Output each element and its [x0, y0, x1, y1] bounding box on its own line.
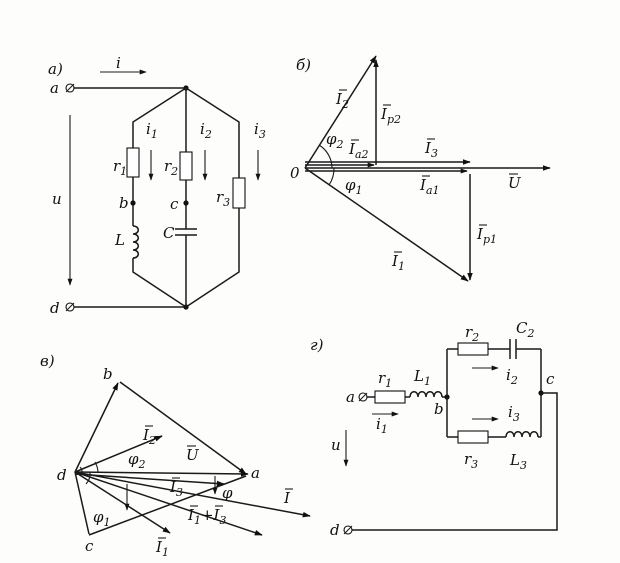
node-c-label: c [170, 195, 179, 213]
point-c-label: c [85, 537, 94, 555]
terminal-d-slash [65, 302, 75, 312]
r1-g-label: r1 [378, 369, 392, 390]
phi1-label: φ1 [345, 176, 363, 197]
I1-plus-I3-label: I1+I3 [187, 506, 226, 527]
angle-phi1-v-arc [85, 471, 91, 485]
r3-label: r3 [216, 188, 230, 209]
node-c [183, 200, 189, 206]
vector-I3-v [74, 473, 225, 487]
voltage-u-g-label: u [331, 436, 341, 454]
Ip1-label: Ip1 [476, 225, 497, 246]
return-wire [352, 392, 558, 531]
panel-v-tag: в) [40, 352, 55, 370]
vector-I1-v [74, 471, 171, 534]
branch1-upper-wire [132, 87, 187, 170]
vector-I-v [74, 471, 311, 518]
branch1-lower-wire [132, 258, 187, 308]
angle-inner-arc [79, 466, 83, 473]
node-d-label: d [50, 299, 60, 317]
Ia2-label: Ia2 [348, 140, 369, 161]
resistor-r1-g [374, 390, 406, 404]
panel-a-tag: a) [48, 60, 63, 78]
node-a-label: a [50, 79, 59, 97]
U-v-label: U [186, 446, 200, 464]
panel-a-circuit: a) a d i u r1 b L [48, 54, 266, 317]
vector-I2-v [74, 435, 163, 473]
current-i1-g-label: i1 [376, 415, 388, 436]
vector-I1 [304, 167, 469, 282]
r2-label: r2 [164, 157, 178, 178]
phi2-v-label: φ2 [128, 450, 146, 471]
L1-label: L1 [413, 367, 431, 388]
point-b-label: b [103, 365, 113, 383]
capacitor-C-label: C [163, 224, 175, 242]
vector-ba [119, 381, 247, 475]
voltage-u-label: u [52, 190, 62, 208]
node-a-g-label: a [346, 388, 355, 406]
current-i2-label: i2 [200, 120, 212, 141]
vector-db [74, 382, 119, 473]
Ip2-label: Ip2 [380, 105, 401, 126]
I3-v-label: I3 [169, 478, 183, 499]
phi-v-label: φ [222, 484, 233, 502]
resistor-r2 [179, 151, 193, 181]
terminal-a-g-slash [358, 392, 368, 402]
C2-label: C2 [516, 319, 534, 340]
point-a-label: a [251, 464, 260, 482]
node-b-label: b [119, 194, 129, 212]
resistor-r3-g [457, 430, 489, 444]
inductor-L3 [505, 431, 539, 438]
terminal-a-slash [65, 83, 75, 93]
I1-label: I1 [391, 252, 405, 273]
node-d-g-label: d [330, 521, 340, 539]
angle-phi2-arc [318, 144, 333, 169]
vector-I1-plus-I3 [74, 471, 263, 536]
phi2-label: φ2 [326, 130, 344, 151]
vector-I2 [304, 55, 377, 169]
Ia1-label: Ia1 [419, 176, 440, 197]
panel-b-phasor-diagram: б) 0 I2 Ip2 Ia2 φ2 I3 U Ia1 φ1 I [290, 55, 551, 282]
resistor-r1 [126, 147, 140, 178]
vector-U-da [74, 471, 249, 477]
resistor-r2-g [457, 342, 489, 356]
r3-g-label: r3 [464, 450, 478, 471]
I2-label: I2 [335, 90, 349, 111]
panel-v-vector-diagram: в) b d a c I2 φ2 U I3 φ I I1+I3 [40, 352, 311, 559]
inductor-L [132, 225, 139, 259]
r1-label: r1 [113, 157, 127, 178]
current-i1-label: i1 [146, 120, 158, 141]
node-c-g-label: c [546, 370, 555, 388]
panel-g-tag: г) [310, 336, 324, 354]
side-dc [74, 471, 90, 535]
I3-label: I3 [424, 139, 438, 160]
branch3-upper-wire [185, 87, 240, 178]
phi1-v-label: φ1 [93, 508, 111, 529]
resistor-r3 [232, 177, 246, 209]
terminal-d-g-slash [343, 525, 353, 535]
current-i2-g-label: i2 [506, 366, 518, 387]
panel-b-tag: б) [296, 56, 311, 74]
U-label: U [508, 174, 522, 192]
node-b [130, 200, 136, 206]
node-b-g-label: b [434, 400, 444, 418]
inductor-L1 [409, 391, 443, 398]
origin-label: 0 [290, 164, 300, 182]
inductor-L-label: L [114, 231, 125, 249]
r2-g-label: r2 [465, 323, 479, 344]
current-i3-g-label: i3 [508, 403, 520, 424]
I-v-label: I [283, 489, 291, 507]
current-i-label: i [116, 54, 121, 72]
L3-label: L3 [509, 451, 527, 472]
current-i3-label: i3 [254, 120, 266, 141]
angle-phi2-v-arc [94, 461, 99, 473]
point-d-label: d [57, 466, 67, 484]
angle-phi1-arc [328, 167, 335, 186]
branch3-lower-wire [185, 208, 240, 308]
I1-v-label: I1 [155, 538, 169, 559]
I2-v-label: I2 [142, 426, 156, 447]
panel-g-circuit: г) a r1 L1 b i1 r2 C2 i2 [310, 319, 558, 539]
